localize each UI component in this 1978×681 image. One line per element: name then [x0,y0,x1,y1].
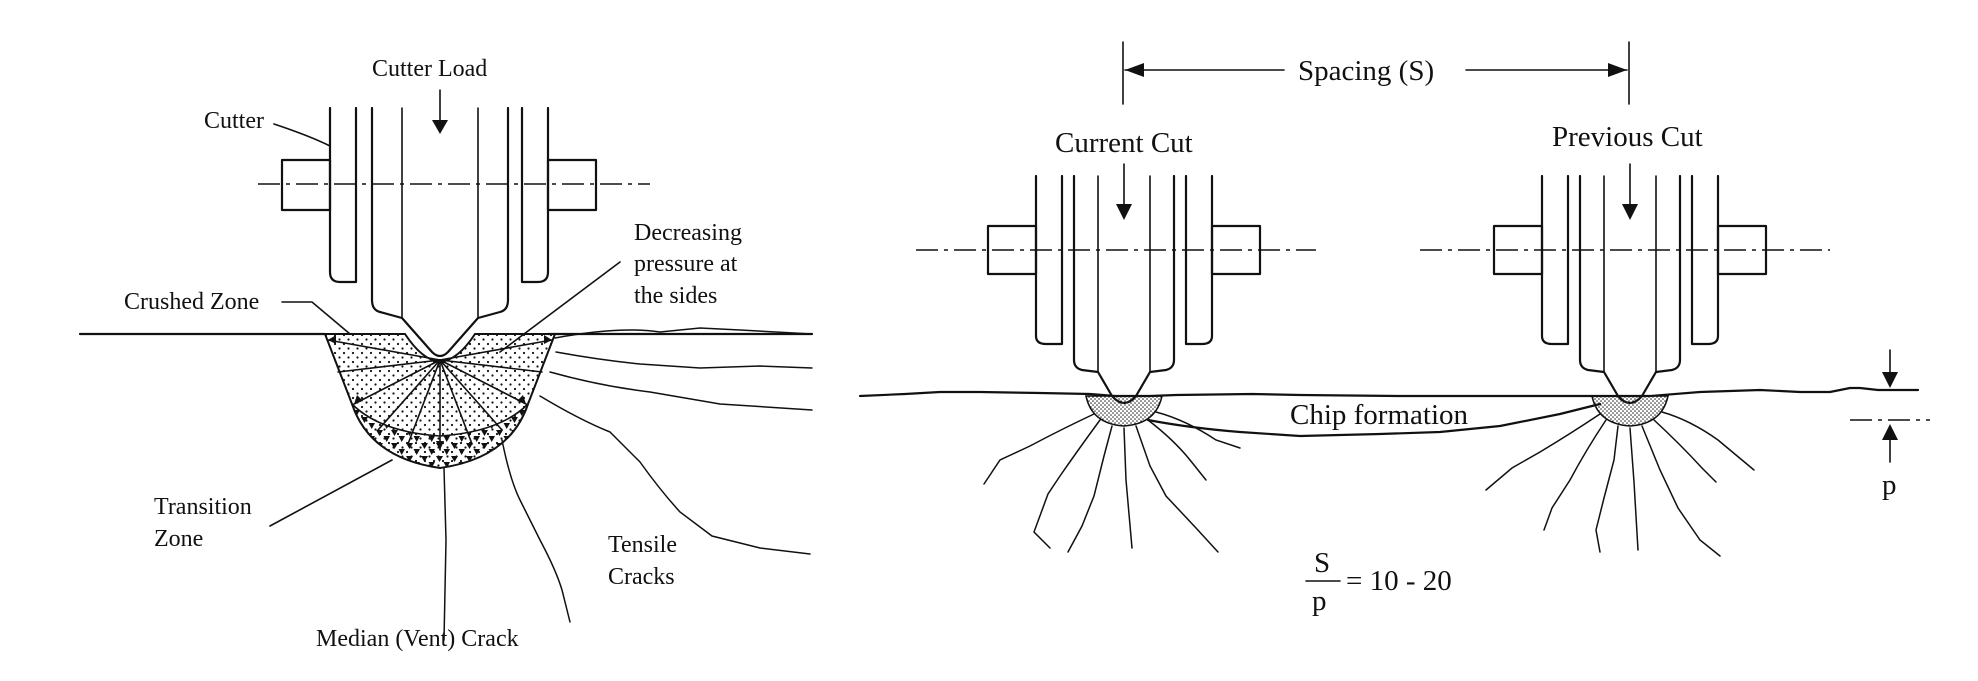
spacing-dimension: Spacing (S) [1122,41,1630,105]
decreasing-pressure-label-2: pressure at [634,251,738,277]
transition-zone-label-2: Zone [154,526,203,552]
current-cut-cracks [983,411,1241,553]
tensile-cracks-label-2: Cracks [608,564,675,590]
ratio-value: = 10 - 20 [1346,565,1452,597]
previous-cut-label: Previous Cut [1552,121,1703,153]
cutter-disc [258,106,650,358]
crushed-zone-label: Crushed Zone [124,289,259,315]
decreasing-pressure-label-1: Decreasing [634,220,742,246]
left-figure: Cutter Load Cutter Decreasing pressure a… [78,56,814,652]
tensile-cracks [443,327,813,641]
tensile-cracks-label-1: Tensile [608,532,677,558]
previous-cut-cutter [1420,163,1830,427]
crushed-zone [323,333,557,470]
chip-boundary [1146,402,1602,438]
left-leaders [269,89,621,527]
right-figure: Spacing (S) [858,41,1930,617]
right-rock-surface [858,386,1920,398]
penetration-indicator: p [1850,349,1930,501]
previous-cut-cracks [1485,411,1755,557]
current-cut-cutter [916,163,1316,427]
spacing-label: Spacing (S) [1298,55,1434,87]
chip-formation-label: Chip formation [1290,399,1469,431]
decreasing-pressure-label-3: the sides [634,283,717,309]
median-crack-label: Median (Vent) Crack [316,626,519,652]
cutter-label: Cutter [204,108,264,134]
transition-zone-label-1: Transition [154,494,252,520]
pressure-arrows [327,335,553,451]
spacing-ratio-formula: S p = 10 - 20 [1305,547,1452,617]
penetration-label: p [1882,469,1897,501]
current-cut-label: Current Cut [1055,127,1193,159]
cutter-load-label: Cutter Load [372,56,487,82]
ratio-denominator: p [1312,585,1327,617]
ratio-numerator: S [1314,547,1330,579]
